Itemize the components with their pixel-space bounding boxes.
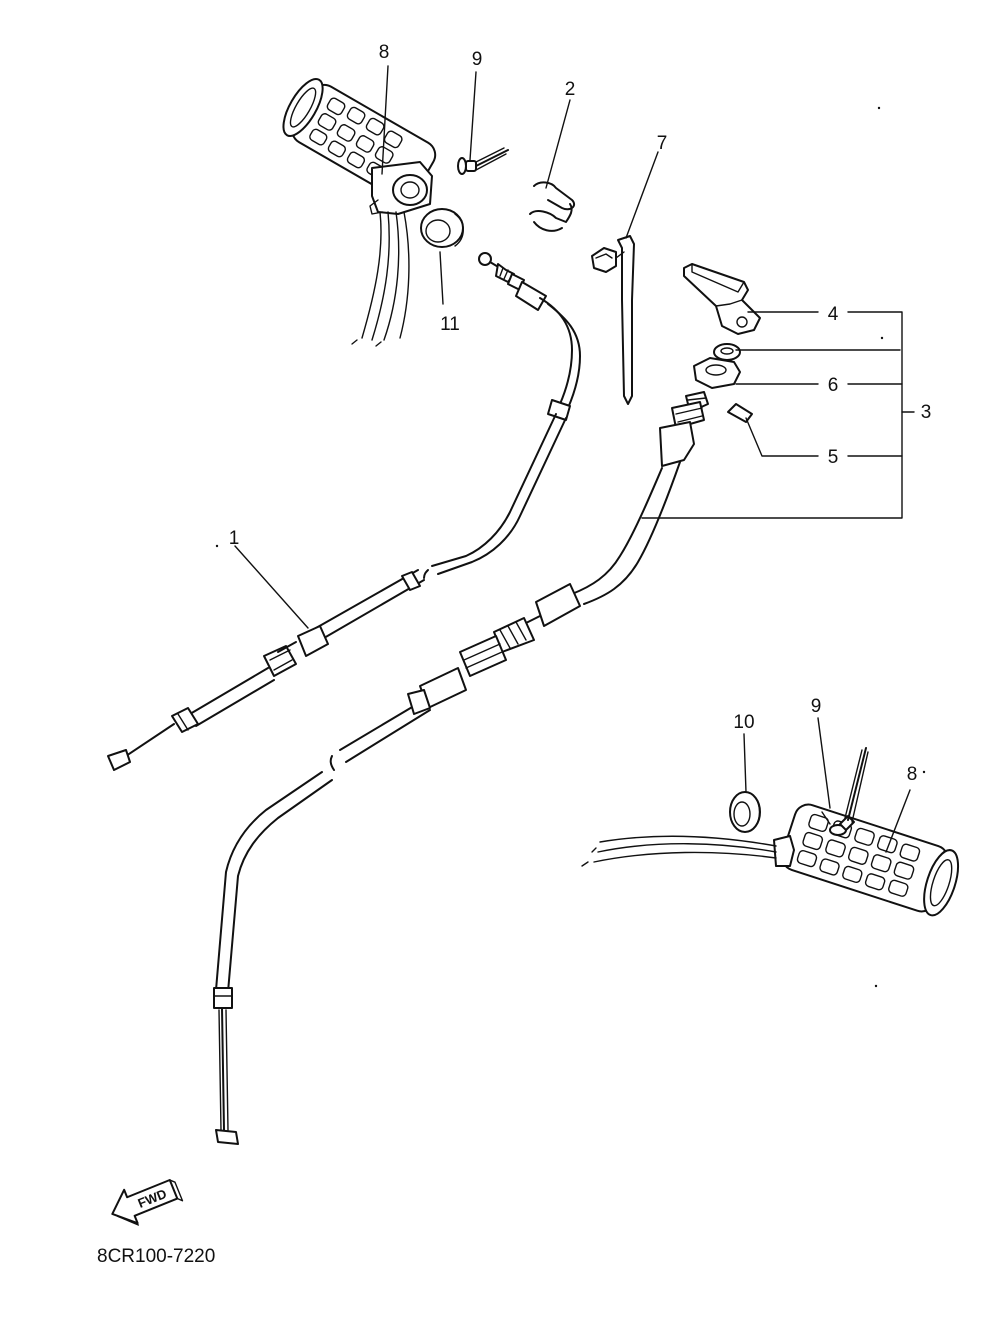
adjuster-pin [727, 403, 753, 423]
throttle-lever [683, 263, 761, 335]
callout-3: 3 [921, 402, 932, 423]
leader-lines [234, 65, 915, 853]
wire-clip [529, 181, 576, 232]
right-handlebar-grip [581, 803, 960, 917]
callout-2: 2 [565, 79, 576, 100]
callout-8-top: 8 [379, 42, 390, 63]
callout-9-top: 9 [472, 49, 483, 70]
callout-8-bottom: 8 [907, 764, 918, 785]
callout-5: 5 [828, 447, 839, 468]
left-handlebar-grip [282, 78, 437, 347]
callout-11: 11 [440, 314, 460, 335]
callout-6: 6 [828, 375, 839, 396]
scan-specks [215, 106, 926, 988]
callout-10: 10 [733, 712, 754, 733]
forward-direction-arrow: FWD [111, 1178, 184, 1226]
collar-ring-top [420, 208, 464, 248]
grip-screw-bottom [821, 747, 869, 836]
callout-9-bottom: 9 [811, 696, 822, 717]
lock-nut [693, 357, 741, 389]
cable-clamp-strap [591, 235, 635, 405]
washer [713, 343, 741, 361]
callout-7: 7 [657, 133, 668, 154]
collar-ring-bottom [729, 791, 761, 833]
grip-screw-top [457, 147, 509, 175]
callout-4: 4 [828, 304, 839, 325]
throttle-cable-1 [107, 252, 581, 771]
drawing-code: 8CR100-7220 [97, 1246, 215, 1267]
throttle-cable-assembly-3 [213, 391, 709, 1145]
callout-1: 1 [229, 528, 240, 549]
